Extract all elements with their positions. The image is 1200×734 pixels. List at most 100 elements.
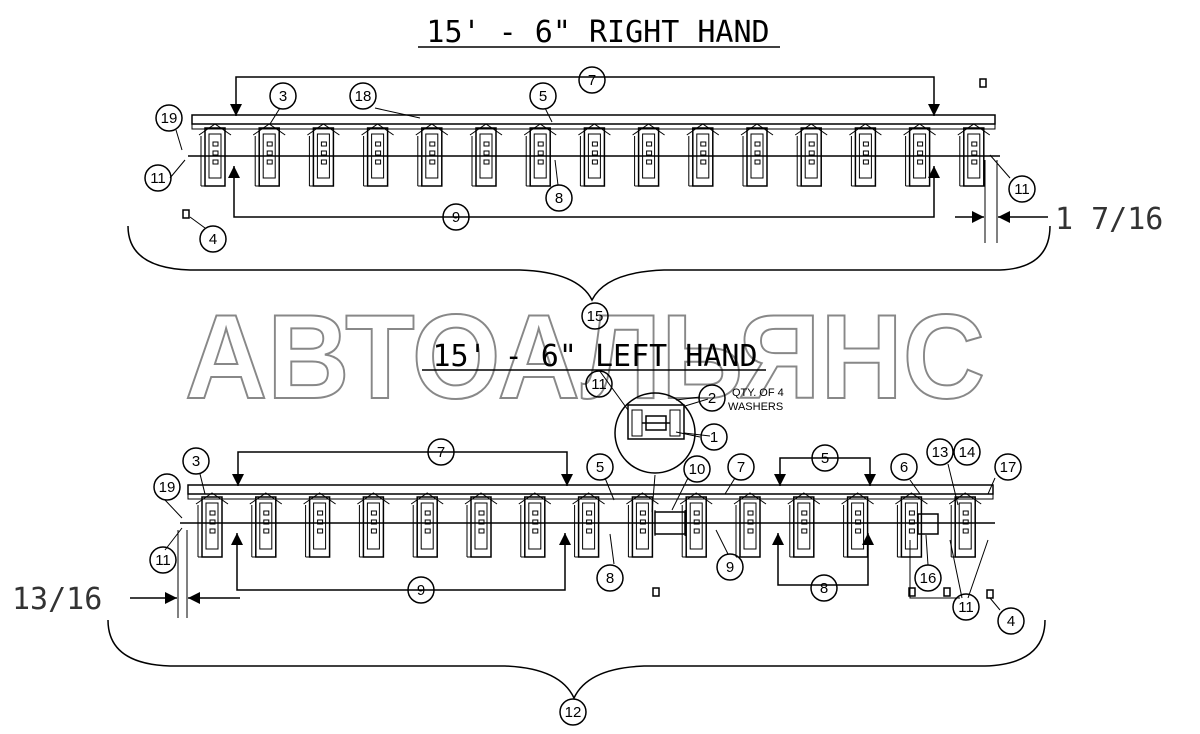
balloon-circle-l8b [810,574,838,602]
balloon-circle-r7 [578,66,606,94]
balloon-label-r5: 5 [539,88,547,105]
balloon-label-r19: 19 [161,110,178,127]
tine-unit [733,492,767,558]
balloon-circle-r11a [144,164,172,192]
tine-unit [198,123,232,187]
tine-unit [841,492,874,558]
left-tine-group [195,492,982,558]
tine-unit [849,123,882,187]
balloon-label-l9a: 9 [417,582,425,599]
tine-unit [469,123,503,187]
balloon-circle-r5 [529,82,557,110]
balloon-label-l12: 12 [565,704,582,721]
balloon-circle-r8 [545,184,573,212]
balloon-label-l3: 3 [192,453,200,470]
balloon-label-l19: 19 [159,479,176,496]
balloon-circle-d11 [585,370,613,398]
balloon-circle-l7b [727,453,755,481]
balloon-circle-l11b [952,593,980,621]
tine-unit [740,123,774,187]
balloon-label-l7a: 7 [437,444,445,461]
balloon-label-d2: 2 [708,390,716,407]
balloon-circle-l11a [149,546,177,574]
balloon-circle-l9a [407,576,435,604]
balloon-circle-l7a [427,438,455,466]
balloon-label-r3: 3 [279,88,287,105]
balloon-circle-l6 [890,453,918,481]
tine-unit [957,123,991,187]
balloon-circle-r4 [199,225,227,253]
balloon-circle-r9 [442,203,470,231]
balloon-circle-l9b [716,553,744,581]
dimension-left-gap: 13/16 [12,582,102,617]
dimension-right-gap: 1 7/16 [1055,202,1163,237]
balloon-label-l7b: 7 [737,459,745,476]
balloon-label-r11b: 11 [1014,181,1030,198]
balloon-label-d1: 1 [710,429,718,446]
balloon-label-l9b: 9 [726,559,734,576]
tine-unit [361,123,394,187]
balloon-label-r15: 15 [587,308,604,325]
balloon-label-l14: 14 [959,444,976,461]
washer-note-line2: WASHERS [728,401,783,413]
balloon-label-l6: 6 [900,459,908,476]
balloon-circle-l4 [997,607,1025,635]
balloon-circle-l12 [559,698,587,726]
tine-unit [523,123,557,187]
tine-unit [307,123,340,187]
balloon-label-l8b: 8 [820,580,828,597]
balloon-circle-d2 [698,384,726,412]
balloon-label-r9: 9 [452,209,460,226]
balloon-circle-r19 [155,104,183,132]
balloon-circle-r11b [1008,175,1036,203]
balloon-circle-r15 [581,302,609,330]
balloon-label-l8a: 8 [606,570,614,587]
washer-note-line1: QTY. OF 4 [732,387,784,399]
balloon-circle-l3 [182,447,210,475]
balloon-circle-l5b [811,444,839,472]
balloon-circle-l14 [953,438,981,466]
title-right-hand: 15' - 6" RIGHT HAND [426,15,769,50]
balloon-label-l16: 16 [920,570,937,587]
balloon-circle-l13 [926,438,954,466]
title-left-hand: 15' - 6" LEFT HAND [432,339,757,374]
tine-unit [249,492,283,558]
balloon-label-r18: 18 [355,88,372,105]
balloon-circle-l10 [683,455,711,483]
right-tine-group [198,123,991,187]
tine-unit [903,123,936,187]
balloon-label-r4: 4 [209,231,217,248]
balloon-circle-l5a [586,453,614,481]
balloon-label-r7: 7 [588,72,596,89]
tine-unit [626,492,659,558]
tine-unit [357,492,390,558]
tine-unit [794,123,828,187]
tine-unit [518,492,552,558]
balloon-label-l17: 17 [1000,459,1017,476]
tine-unit [303,492,336,558]
balloon-label-r8: 8 [555,190,563,207]
tine-unit [679,492,713,558]
tine-unit [787,492,821,558]
tine-unit [578,123,611,187]
balloon-label-l5b: 5 [821,450,829,467]
balloon-circle-l16 [914,564,942,592]
detail-view [614,392,701,474]
tine-unit [464,492,498,558]
balloon-label-d11: 11 [591,376,607,393]
balloon-label-l11a: 11 [155,552,171,569]
tine-unit [415,123,449,187]
right-hand-assembly [188,114,1000,157]
watermark-text: АВТОАЛЬЯНС [185,290,985,424]
balloon-circle-l19 [153,473,181,501]
balloon-circle-l8a [596,564,624,592]
balloon-label-l4: 4 [1007,613,1015,630]
balloon-label-l13: 13 [932,444,949,461]
tine-unit [252,123,286,187]
tine-unit [410,492,444,558]
balloon-circle-r3 [269,82,297,110]
tine-unit [895,492,928,558]
balloon-label-l10: 10 [689,461,706,478]
